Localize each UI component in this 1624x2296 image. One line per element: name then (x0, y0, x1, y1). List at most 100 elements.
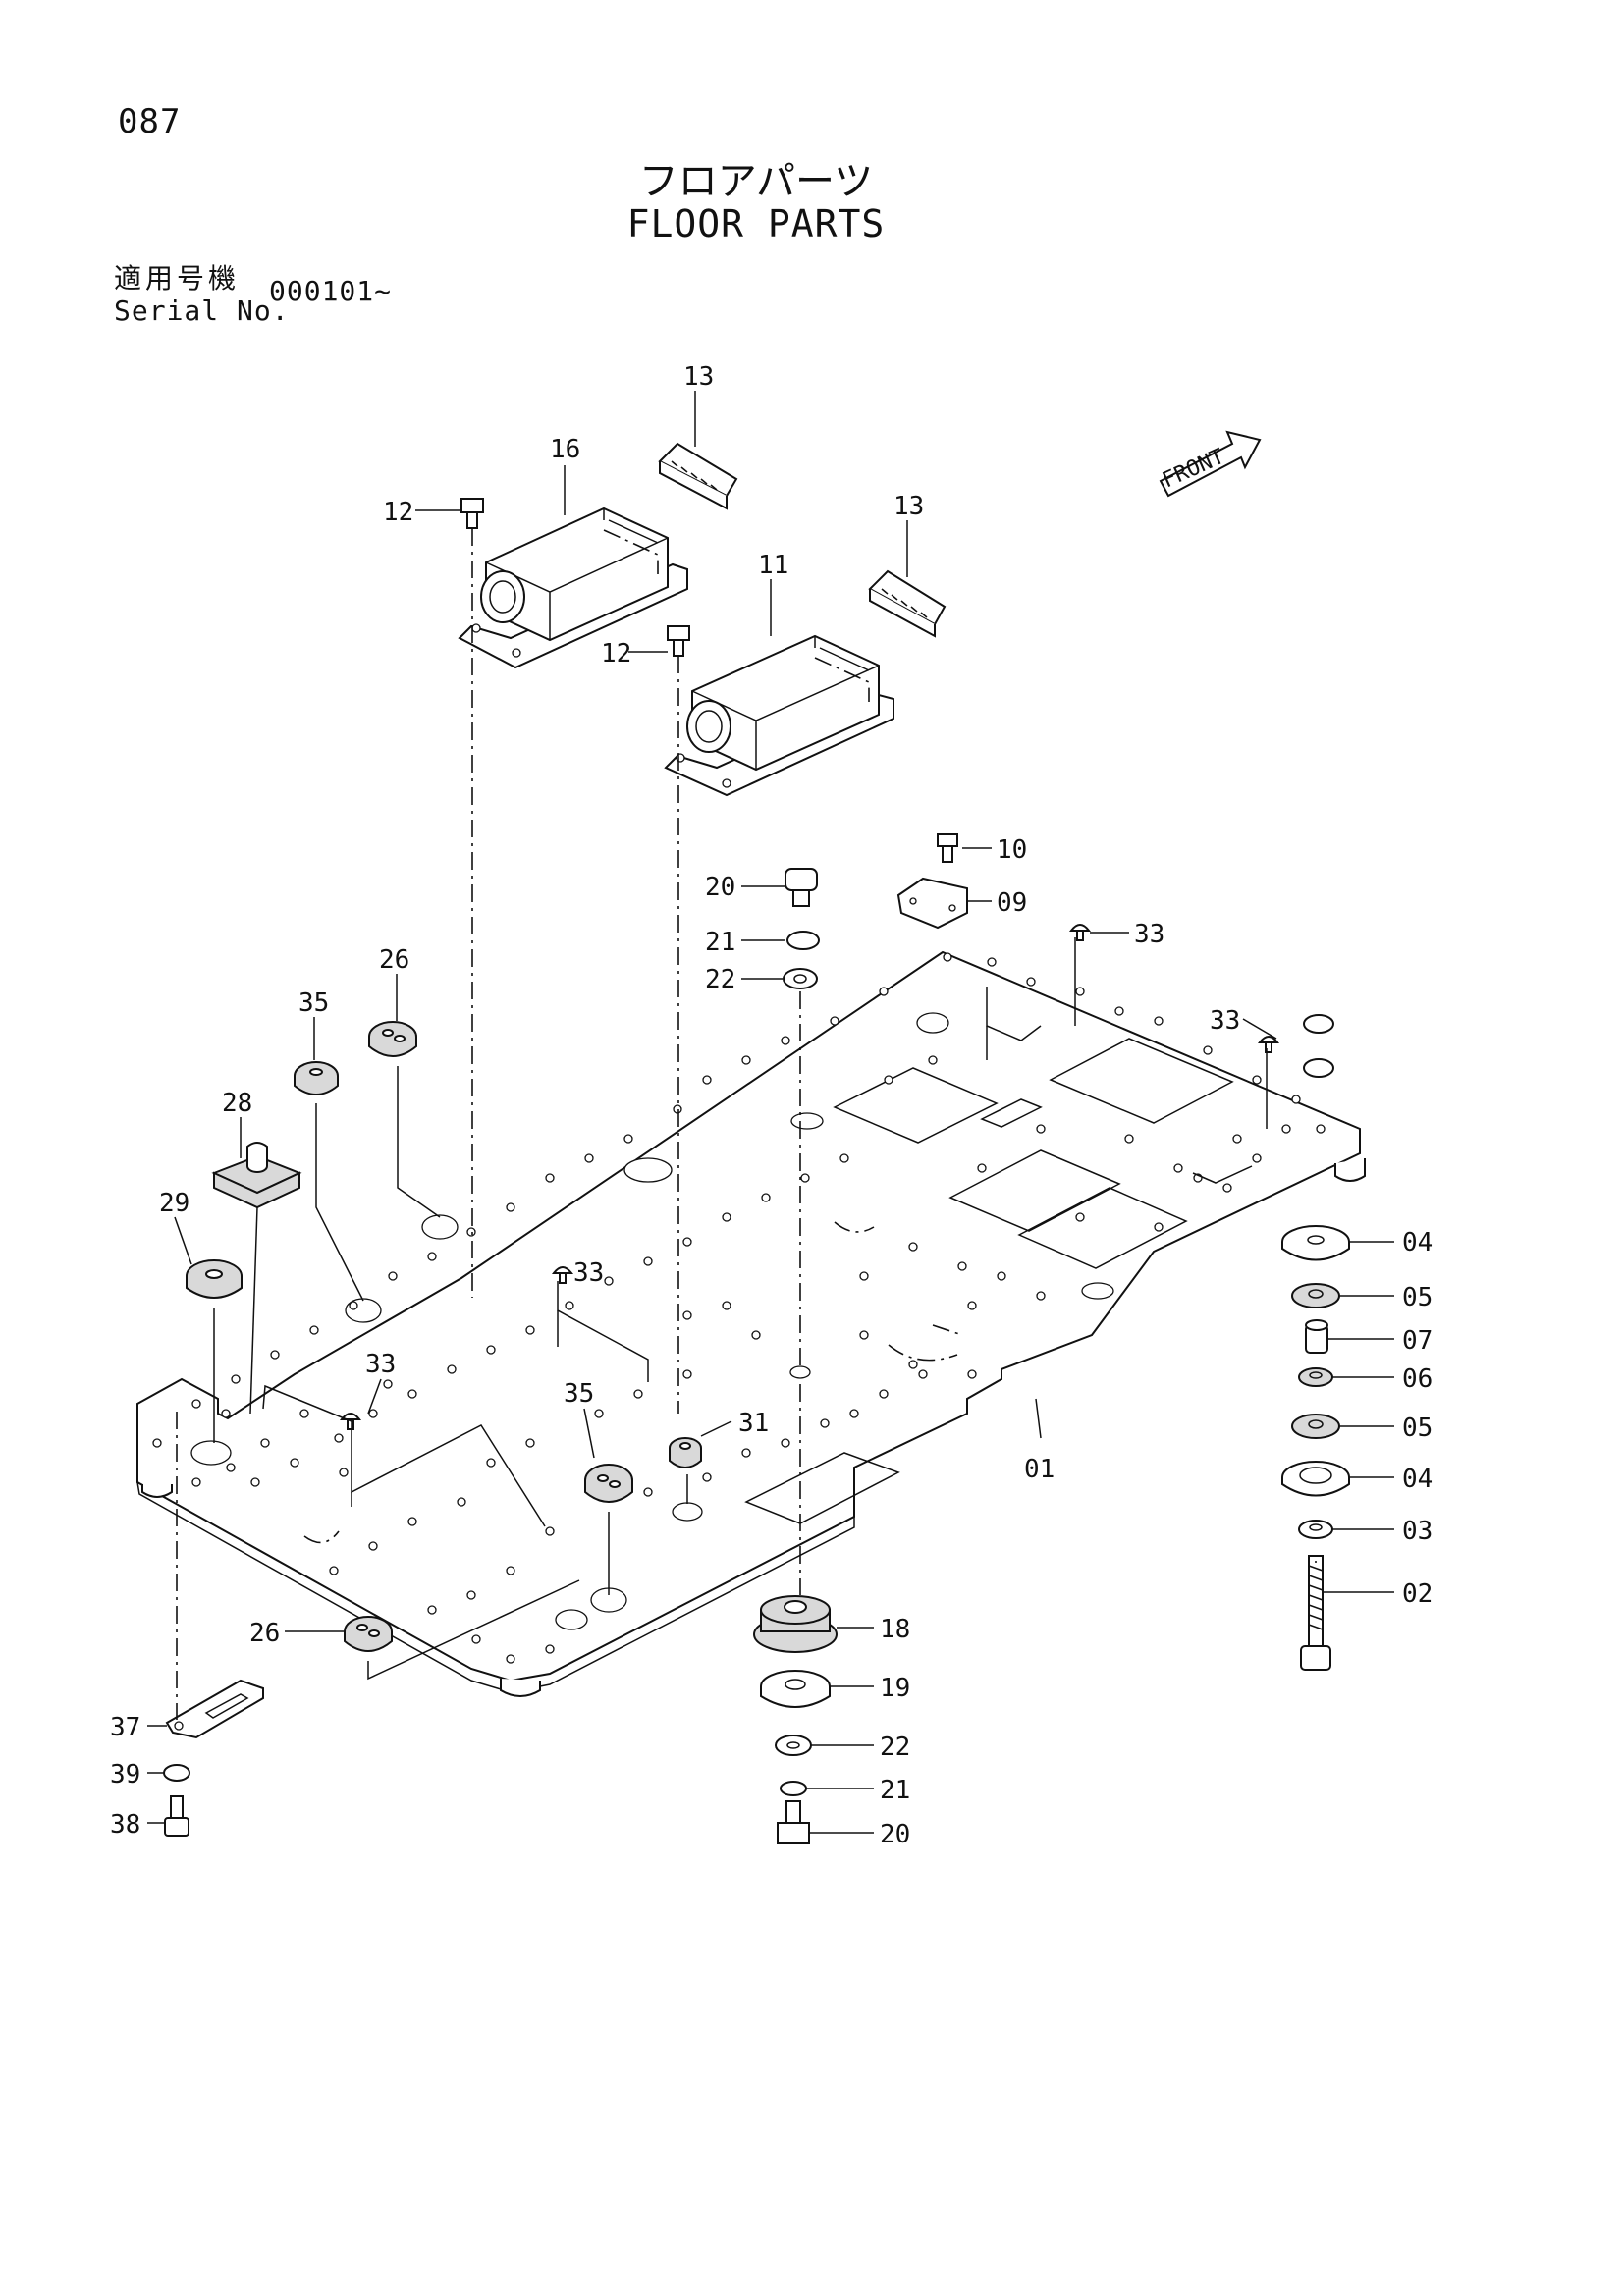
plate-hole (977, 1163, 987, 1173)
plate-hole (633, 1389, 643, 1399)
floor-plate (136, 950, 1366, 1697)
plate-hole (957, 1261, 967, 1271)
callout-c39: 39 (110, 1760, 140, 1789)
plate-hole (368, 1409, 378, 1418)
clip-37 (165, 1679, 264, 1739)
part-05a-rubber (1291, 1283, 1340, 1308)
plate-hole (682, 1310, 692, 1320)
plate-hole (471, 1634, 481, 1644)
callout-c12a: 12 (383, 498, 413, 527)
plate-hole (643, 1256, 653, 1266)
part-19-washer (760, 1670, 831, 1708)
plate-hole (231, 1374, 241, 1384)
callout-leader-lines (147, 391, 1394, 1834)
plate-hole (191, 1399, 201, 1409)
plate-hole (800, 1173, 810, 1183)
plate-hole (368, 1541, 378, 1551)
callout-c01: 01 (1024, 1455, 1055, 1484)
plate-hole (1232, 1134, 1242, 1144)
plate-hole (702, 1075, 712, 1085)
plate-hole (545, 1526, 555, 1536)
callout-c33d: 33 (365, 1350, 396, 1379)
stud-20a (785, 868, 818, 907)
callout-c06: 06 (1402, 1364, 1433, 1394)
plate-hole (1026, 977, 1036, 987)
plate-hole (884, 1075, 893, 1085)
front-label: FRONT (1159, 445, 1228, 494)
plate-hole (1173, 1163, 1183, 1173)
plate-hole (918, 1369, 928, 1379)
pad-29 (186, 1259, 243, 1299)
callout-c16: 16 (550, 435, 580, 464)
callout-c11: 11 (758, 551, 788, 580)
plate-hole (260, 1438, 270, 1448)
pad-26b (344, 1616, 393, 1652)
plate-hole (506, 1566, 515, 1575)
callout-c10: 10 (997, 835, 1027, 865)
part-13-connector-b (868, 569, 947, 638)
plate-hole (859, 1330, 869, 1340)
plate-hole (761, 1193, 771, 1202)
callout-c26a: 26 (379, 945, 409, 975)
part-11-box (664, 634, 894, 797)
plate-hole (594, 1409, 604, 1418)
plate-hole (741, 1055, 751, 1065)
plate-hole (309, 1325, 319, 1335)
screw-33-4 (339, 1413, 362, 1430)
plate-hole (1075, 987, 1085, 996)
callout-c03: 03 (1402, 1517, 1433, 1546)
plate-hole (879, 1389, 889, 1399)
plate-hole (781, 1036, 790, 1045)
plate-hole (967, 1369, 977, 1379)
plate-hole (329, 1566, 339, 1575)
callout-c20b: 20 (880, 1820, 910, 1849)
callout-c22b: 22 (880, 1733, 910, 1762)
plate-hole (407, 1389, 417, 1399)
washer-21a (786, 931, 820, 950)
plate-hole (466, 1227, 476, 1237)
callout-c33b: 33 (1210, 1006, 1240, 1036)
callout-c31: 31 (738, 1409, 769, 1438)
plate-hole (349, 1301, 358, 1310)
plate-hole (525, 1438, 535, 1448)
screw-33-1 (1068, 924, 1092, 941)
plate-hole (830, 1016, 839, 1026)
pad-35a (294, 1061, 339, 1095)
plate-hole (152, 1438, 162, 1448)
plate-hole (545, 1644, 555, 1654)
callout-c18: 18 (880, 1615, 910, 1644)
plate-hole (781, 1438, 790, 1448)
plate-hole (506, 1202, 515, 1212)
plate-hole (820, 1418, 830, 1428)
callout-c13b: 13 (893, 492, 924, 521)
title-english: FLOOR PARTS (626, 202, 886, 245)
plate-hole (270, 1350, 280, 1360)
nut-top (1303, 1014, 1334, 1078)
callout-c07: 07 (1402, 1326, 1433, 1356)
pad-35b (584, 1464, 633, 1503)
title-japanese: フロアパーツ (638, 159, 874, 204)
plate-hole (741, 1448, 751, 1458)
serial-value: 000101~ (269, 275, 393, 307)
plate-hole (839, 1153, 849, 1163)
callout-c21a: 21 (705, 928, 735, 957)
plate-hole (1036, 1291, 1046, 1301)
plate-hole (908, 1360, 918, 1369)
callout-c19: 19 (880, 1674, 910, 1703)
plate-hole (1154, 1222, 1164, 1232)
callout-c26b: 26 (249, 1619, 280, 1648)
plate-hole (987, 957, 997, 967)
plate-hole (1222, 1183, 1232, 1193)
pad-28 (211, 1142, 302, 1209)
callout-c33a: 33 (1134, 920, 1164, 949)
pad-31 (669, 1437, 702, 1468)
plate-hole (751, 1330, 761, 1340)
callout-c37: 37 (110, 1713, 140, 1742)
callout-c05a: 05 (1402, 1283, 1433, 1312)
bolt-38 (164, 1795, 189, 1837)
bolt-12b (667, 625, 690, 657)
screw-33-2 (1257, 1036, 1280, 1053)
serial-label-japanese: 適用号機 (114, 262, 241, 294)
part-04a-washer (1281, 1225, 1350, 1261)
